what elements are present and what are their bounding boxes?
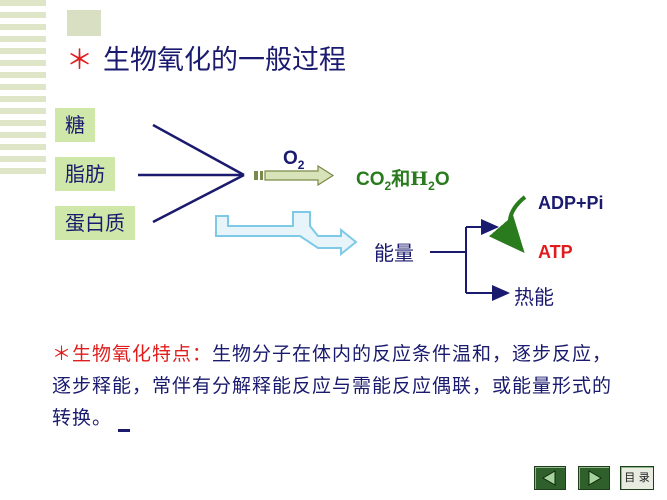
oxygen-arrow [254,164,335,187]
next-button[interactable] [578,466,610,490]
sugar-line [152,123,245,177]
energy-arrow [215,211,358,257]
prev-arrow-icon [542,470,556,486]
feature-label: 生物氧化特点： [72,343,213,365]
feature-text: 生物分子在体内的反应条件温和，逐步反应，逐步释能，常伴有分解释能反应与需能反应偶… [52,343,613,429]
input-fat-box: 脂肪 [55,157,115,191]
slide-title: ＊ 生物氧化的一般过程 [66,38,346,77]
input-fat-label: 脂肪 [65,162,105,186]
stripe-decoration [0,0,46,174]
input-sugar-label: 糖 [65,113,85,137]
input-protein-label: 蛋白质 [65,211,125,235]
input-sugar-box: 糖 [55,108,95,142]
heat-label: 热能 [514,285,554,309]
oxygen-label: O2 [283,148,305,172]
title-text: 生物氧化的一般过程 [103,45,346,76]
atp-label: ATP [538,242,573,262]
adp-label: ADP+Pi [538,193,604,213]
feature-paragraph: ＊生物氧化特点：生物分子在体内的反应条件温和，逐步反应，逐步释能，常伴有分解释能… [52,338,622,434]
menu-button[interactable]: 目 录 [620,466,654,490]
title-star: ＊ [66,45,93,76]
feature-star: ＊ [52,343,73,365]
prev-button[interactable] [534,466,566,490]
energy-label: 能量 [374,241,414,265]
next-arrow-icon [588,470,602,486]
text-cursor [118,429,131,432]
products-label: CO2和H2O [356,168,450,193]
adp-atp-curve [488,195,527,254]
protein-line [152,173,245,224]
corner-decoration [67,10,101,36]
input-protein-box: 蛋白质 [55,206,135,240]
